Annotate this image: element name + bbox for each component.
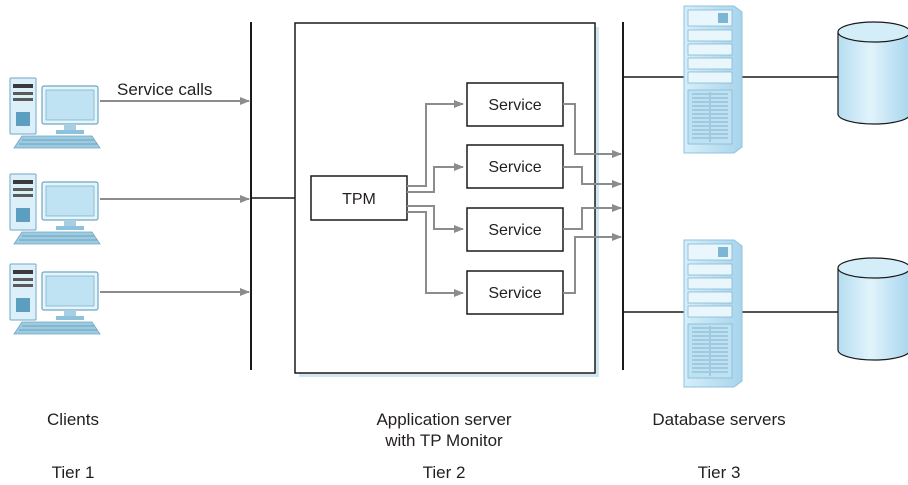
service-box: Service bbox=[466, 144, 564, 189]
service-label: Service bbox=[488, 159, 541, 176]
app-server-label-line2: with TP Monitor bbox=[384, 431, 503, 450]
database-server-icon bbox=[683, 239, 743, 388]
service-label: Service bbox=[488, 222, 541, 239]
tier-2-label: Tier 2 bbox=[423, 463, 466, 482]
service-to-db-arrow bbox=[563, 233, 622, 294]
service-calls-label: Service calls bbox=[117, 80, 212, 99]
tpm-to-service-arrow bbox=[407, 163, 464, 193]
tpm-to-service-arrow bbox=[407, 205, 464, 233]
service-label: Service bbox=[488, 285, 541, 302]
service-label: Service bbox=[488, 97, 541, 114]
tpm-box: TPM bbox=[310, 175, 408, 221]
client-computer-icon bbox=[9, 263, 101, 335]
tier-1-label: Tier 1 bbox=[52, 463, 95, 482]
tier-3-label: Tier 3 bbox=[698, 463, 741, 482]
app-server-label-line1: Application server bbox=[376, 410, 511, 429]
service-to-db-arrow bbox=[563, 166, 622, 188]
database-servers-label: Database servers bbox=[652, 410, 785, 429]
service-to-db-arrow bbox=[563, 103, 622, 158]
tpm-to-service-arrow bbox=[407, 100, 464, 187]
database-cylinder-icon bbox=[837, 21, 908, 125]
database-cylinder-icon bbox=[837, 257, 908, 361]
tpm-to-service-arrow bbox=[407, 211, 464, 297]
client-computer-icon bbox=[9, 77, 101, 149]
service-box: Service bbox=[466, 270, 564, 315]
service-box: Service bbox=[466, 82, 564, 127]
service-box: Service bbox=[466, 207, 564, 252]
tpm-label: TPM bbox=[342, 191, 376, 208]
clients-label: Clients bbox=[47, 410, 99, 429]
database-server-icon bbox=[683, 5, 743, 154]
client-computer-icon bbox=[9, 173, 101, 245]
service-to-db-arrow bbox=[563, 204, 622, 230]
